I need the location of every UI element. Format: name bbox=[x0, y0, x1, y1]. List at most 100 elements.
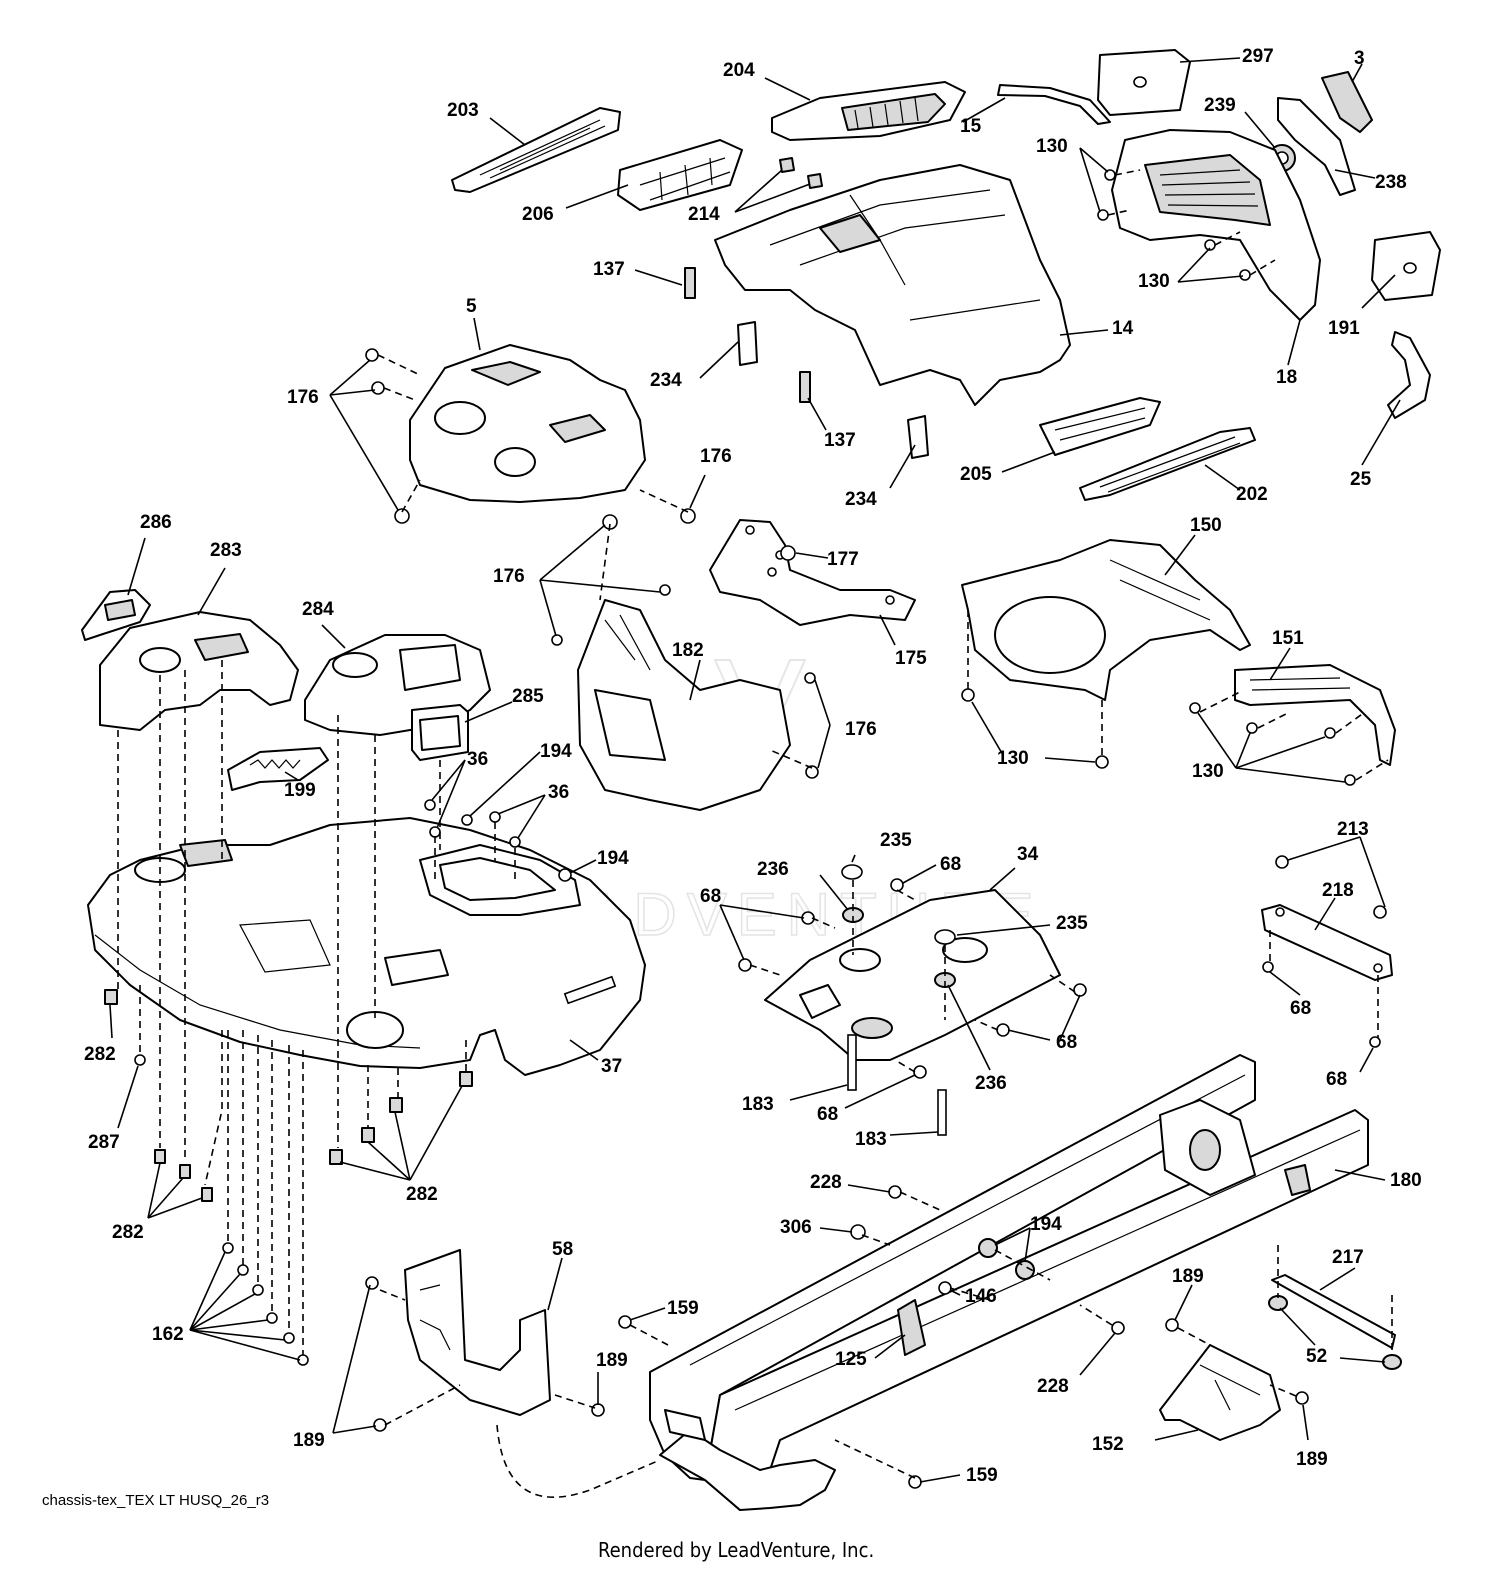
part-125-plate[interactable] bbox=[897, 1299, 926, 1356]
label-3[interactable]: 3 bbox=[1354, 48, 1365, 69]
part-52-bushings[interactable] bbox=[1268, 1295, 1402, 1370]
label-213[interactable]: 213 bbox=[1337, 819, 1369, 840]
part-199-label[interactable] bbox=[227, 747, 329, 791]
label-282-left[interactable]: 282 bbox=[84, 1044, 116, 1065]
label-194-right[interactable]: 194 bbox=[597, 848, 629, 869]
part-152-skid[interactable] bbox=[1159, 1344, 1281, 1441]
label-239[interactable]: 239 bbox=[1204, 95, 1236, 116]
label-151[interactable]: 151 bbox=[1272, 628, 1304, 649]
label-204[interactable]: 204 bbox=[723, 60, 755, 81]
label-68-right[interactable]: 68 bbox=[1056, 1032, 1077, 1053]
part-283-cover[interactable] bbox=[99, 611, 299, 731]
label-5[interactable]: 5 bbox=[466, 296, 477, 317]
part-151-bracket[interactable] bbox=[1234, 664, 1396, 766]
label-130-mid[interactable]: 130 bbox=[1138, 271, 1170, 292]
label-214[interactable]: 214 bbox=[688, 204, 720, 225]
label-68-far-right-upper[interactable]: 68 bbox=[1290, 998, 1311, 1019]
label-282-center[interactable]: 282 bbox=[406, 1184, 438, 1205]
label-194-left[interactable]: 194 bbox=[540, 741, 572, 762]
label-146[interactable]: 146 bbox=[965, 1286, 997, 1307]
label-152[interactable]: 152 bbox=[1092, 1434, 1124, 1455]
label-203[interactable]: 203 bbox=[447, 100, 479, 121]
label-234-bottom[interactable]: 234 bbox=[845, 489, 877, 510]
label-176-right[interactable]: 176 bbox=[700, 446, 732, 467]
label-217[interactable]: 217 bbox=[1332, 1247, 1364, 1268]
label-176-mid[interactable]: 176 bbox=[493, 566, 525, 587]
label-183-left[interactable]: 183 bbox=[742, 1094, 774, 1115]
part-180-frame[interactable] bbox=[649, 1054, 1369, 1511]
label-37[interactable]: 37 bbox=[601, 1056, 622, 1077]
part-217-rod[interactable] bbox=[1271, 1274, 1396, 1349]
label-238[interactable]: 238 bbox=[1375, 172, 1407, 193]
label-176-left[interactable]: 176 bbox=[287, 387, 319, 408]
label-297[interactable]: 297 bbox=[1242, 46, 1274, 67]
label-36-right[interactable]: 36 bbox=[548, 782, 569, 803]
part-14-hood[interactable] bbox=[714, 164, 1071, 406]
part-25-bracket[interactable] bbox=[1387, 331, 1431, 419]
label-130-lower-right[interactable]: 130 bbox=[1192, 761, 1224, 782]
label-162[interactable]: 162 bbox=[152, 1324, 184, 1345]
label-125[interactable]: 125 bbox=[835, 1349, 867, 1370]
label-194-frame[interactable]: 194 bbox=[1030, 1214, 1062, 1235]
label-177[interactable]: 177 bbox=[827, 549, 859, 570]
part-3-emblem[interactable] bbox=[1321, 71, 1373, 133]
part-18-grille[interactable] bbox=[1111, 129, 1321, 321]
part-286-knob[interactable] bbox=[81, 589, 151, 641]
part-191-cap[interactable] bbox=[1371, 231, 1441, 301]
label-150[interactable]: 150 bbox=[1190, 515, 1222, 536]
label-282-lower-left[interactable]: 282 bbox=[112, 1222, 144, 1243]
part-218-bar[interactable] bbox=[1261, 904, 1393, 981]
label-287[interactable]: 287 bbox=[88, 1132, 120, 1153]
label-68-bottom[interactable]: 68 bbox=[817, 1104, 838, 1125]
label-175[interactable]: 175 bbox=[895, 648, 927, 669]
label-236-top[interactable]: 236 bbox=[757, 859, 789, 880]
label-285[interactable]: 285 bbox=[512, 686, 544, 707]
label-58[interactable]: 58 bbox=[552, 1239, 573, 1260]
label-202[interactable]: 202 bbox=[1236, 484, 1268, 505]
label-25[interactable]: 25 bbox=[1350, 469, 1372, 490]
label-14[interactable]: 14 bbox=[1112, 318, 1134, 339]
label-236-bottom[interactable]: 236 bbox=[975, 1073, 1007, 1094]
label-68-left[interactable]: 68 bbox=[700, 886, 721, 907]
label-182[interactable]: 182 bbox=[672, 640, 704, 661]
part-202-rail[interactable] bbox=[1079, 427, 1256, 501]
label-137-bottom[interactable]: 137 bbox=[824, 430, 856, 451]
part-37-fender[interactable] bbox=[87, 817, 646, 1076]
label-130-lower-left[interactable]: 130 bbox=[997, 748, 1029, 769]
label-235-right[interactable]: 235 bbox=[1056, 913, 1088, 934]
label-180[interactable]: 180 bbox=[1390, 1170, 1422, 1191]
label-191[interactable]: 191 bbox=[1328, 318, 1360, 339]
label-18[interactable]: 18 bbox=[1276, 367, 1297, 388]
label-228-top[interactable]: 228 bbox=[810, 1172, 842, 1193]
part-58-bracket[interactable] bbox=[404, 1249, 551, 1416]
label-206[interactable]: 206 bbox=[522, 204, 554, 225]
label-284[interactable]: 284 bbox=[302, 599, 334, 620]
part-5-console[interactable] bbox=[409, 344, 646, 503]
label-159-top[interactable]: 159 bbox=[667, 1298, 699, 1319]
label-189-left[interactable]: 189 bbox=[293, 1430, 325, 1451]
part-15-strip[interactable] bbox=[997, 84, 1111, 125]
label-234-top[interactable]: 234 bbox=[650, 370, 682, 391]
label-68-top[interactable]: 68 bbox=[940, 854, 961, 875]
part-235-grommets[interactable] bbox=[841, 864, 956, 945]
label-36-left[interactable]: 36 bbox=[467, 749, 488, 770]
label-286[interactable]: 286 bbox=[140, 512, 172, 533]
part-203-rail[interactable] bbox=[451, 107, 621, 193]
label-176-lower[interactable]: 176 bbox=[845, 719, 877, 740]
part-204-vent[interactable] bbox=[771, 81, 966, 141]
label-189-top-right[interactable]: 189 bbox=[1172, 1266, 1204, 1287]
label-68-far-right-lower[interactable]: 68 bbox=[1326, 1069, 1347, 1090]
label-235-top[interactable]: 235 bbox=[880, 830, 912, 851]
part-285-bezel[interactable] bbox=[411, 704, 469, 761]
part-177-nut[interactable] bbox=[780, 545, 796, 561]
part-137-spacers[interactable] bbox=[684, 267, 811, 403]
label-218[interactable]: 218 bbox=[1322, 880, 1354, 901]
label-159-bottom[interactable]: 159 bbox=[966, 1465, 998, 1486]
part-206-grille[interactable] bbox=[617, 139, 743, 211]
label-183-bottom[interactable]: 183 bbox=[855, 1129, 887, 1150]
label-283[interactable]: 283 bbox=[210, 540, 242, 561]
label-189-bottom-right[interactable]: 189 bbox=[1296, 1449, 1328, 1470]
label-205[interactable]: 205 bbox=[960, 464, 992, 485]
label-52[interactable]: 52 bbox=[1306, 1346, 1327, 1367]
part-297-cap[interactable] bbox=[1097, 49, 1191, 116]
